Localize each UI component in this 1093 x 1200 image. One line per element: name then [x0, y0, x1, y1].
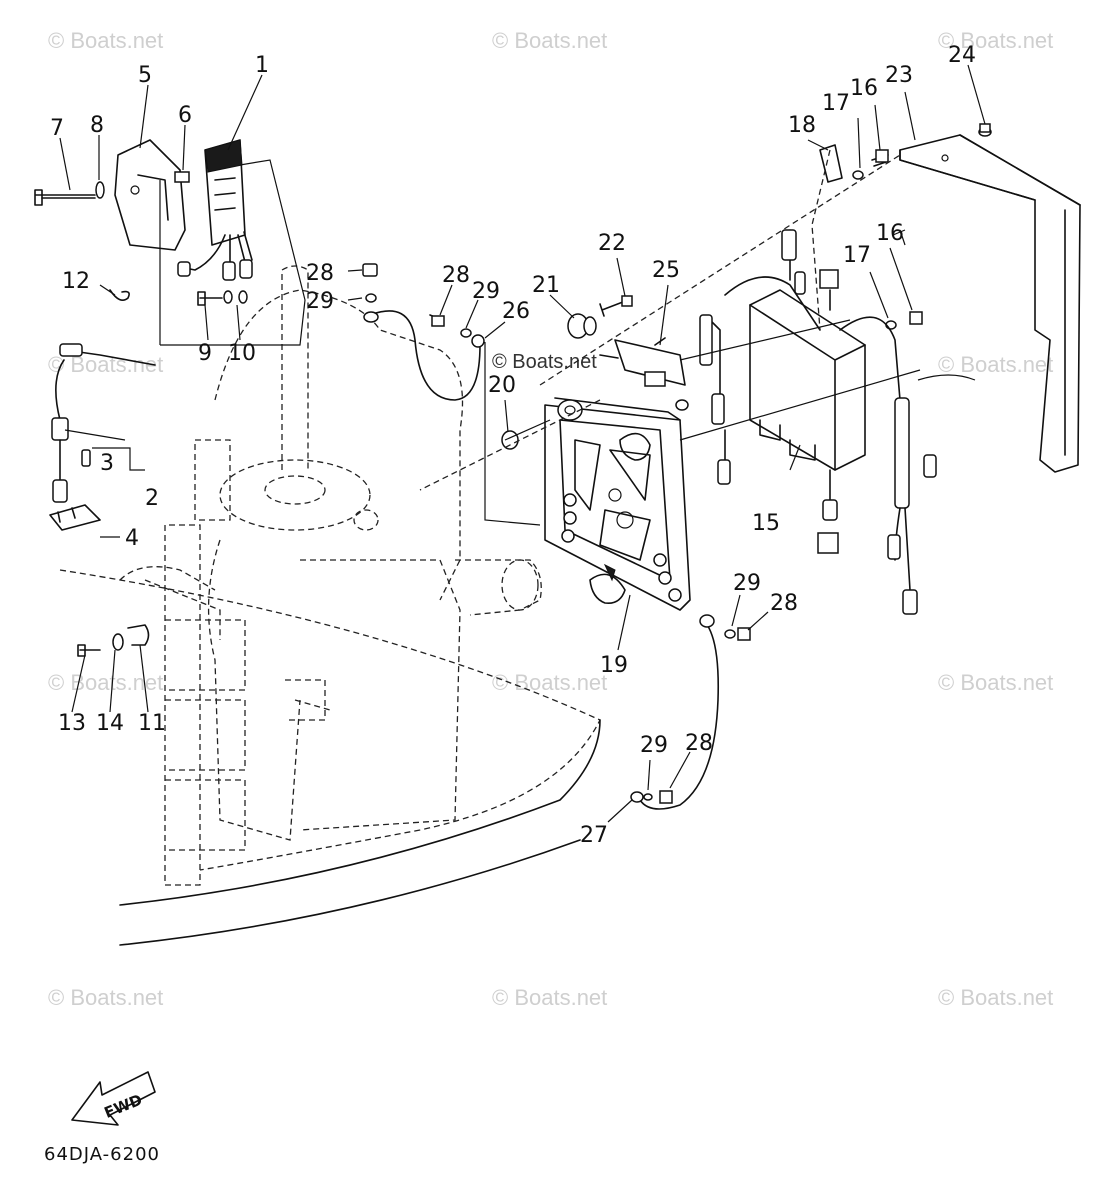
callout-label: 8: [90, 113, 104, 138]
cdi-unit-group: [539, 123, 1081, 615]
callout-label: 29: [640, 733, 668, 758]
callout-label: 28: [442, 263, 470, 288]
watermark: © Boats.net: [492, 985, 607, 1010]
watermark: © Boats.net: [492, 670, 607, 695]
callout-label: 12: [62, 269, 90, 294]
callout-label: 13: [58, 711, 86, 736]
callout-label: 11: [138, 711, 166, 736]
callout-label: 21: [532, 273, 560, 298]
callout-label: 28: [685, 731, 713, 756]
callout-label: 4: [125, 526, 139, 551]
callout-label: 7: [50, 116, 64, 141]
callout-label: 26: [502, 299, 530, 324]
callout-label: 29: [306, 289, 334, 314]
callout-label: 16: [876, 221, 904, 246]
callout-label: 9: [198, 341, 212, 366]
watermark: © Boats.net: [938, 670, 1053, 695]
ignition-coil-group: [34, 139, 306, 657]
cdi-mount-plate-group: [362, 263, 751, 810]
watermark: © Boats.net: [48, 985, 163, 1010]
watermark: © Boats.net: [492, 351, 597, 373]
callout-label: 28: [306, 261, 334, 286]
watermark: © Boats.net: [938, 28, 1053, 53]
callout-label: 3: [100, 451, 114, 476]
engine-block-outline: [59, 265, 601, 946]
callout-label: 6: [178, 103, 192, 128]
callout-labels: 1 2 3 4 5 6 7 8 9 10 11 12 13 14 15 16 1…: [50, 43, 976, 848]
callout-label: 18: [788, 113, 816, 138]
callout-label: 2: [145, 486, 159, 511]
fwd-label: FWD: [102, 1091, 145, 1122]
callout-label: 17: [843, 243, 871, 268]
callout-label: 24: [948, 43, 976, 68]
callout-label: 1: [255, 53, 269, 78]
callout-label: 23: [885, 63, 913, 88]
callout-label: 20: [488, 373, 516, 398]
callout-label: 27: [580, 823, 608, 848]
callout-label: 5: [138, 63, 152, 88]
callout-label: 16: [850, 76, 878, 101]
callout-label: 29: [733, 571, 761, 596]
forward-arrow-icon: FWD: [71, 1071, 156, 1126]
watermark: © Boats.net: [492, 28, 607, 53]
callout-label: 19: [600, 653, 628, 678]
leader-lines: [59, 64, 986, 823]
watermark: © Boats.net: [48, 28, 163, 53]
watermarks: © Boats.net © Boats.net © Boats.net © Bo…: [48, 28, 1053, 1010]
callout-label: 28: [770, 591, 798, 616]
callout-label: 25: [652, 258, 680, 283]
callout-label: 14: [96, 711, 124, 736]
callout-label: 17: [822, 91, 850, 116]
diagram-code: 64DJA-6200: [44, 1144, 160, 1165]
watermark: © Boats.net: [938, 985, 1053, 1010]
callout-label: 15: [752, 511, 780, 536]
callout-label: 29: [472, 279, 500, 304]
callout-label: 22: [598, 231, 626, 256]
watermark: © Boats.net: [938, 352, 1053, 377]
callout-label: 10: [228, 341, 256, 366]
